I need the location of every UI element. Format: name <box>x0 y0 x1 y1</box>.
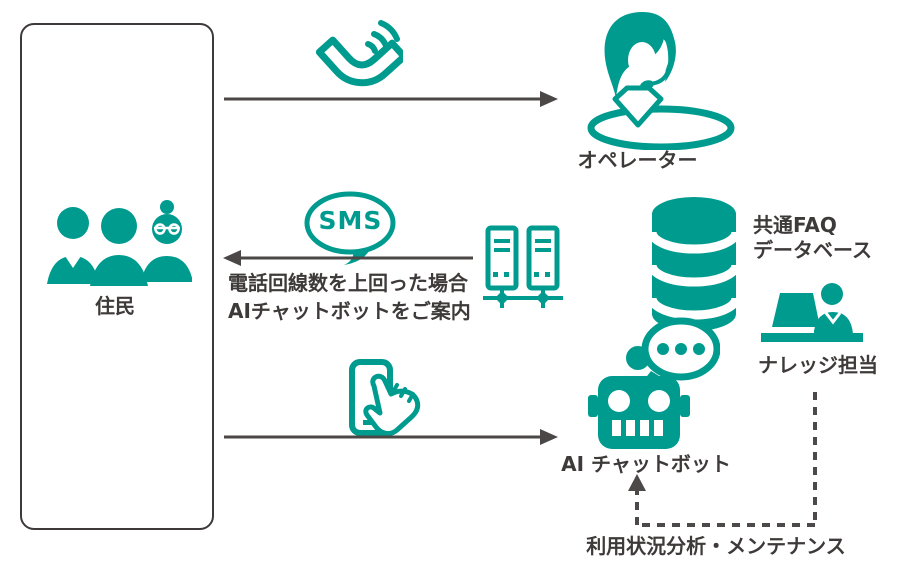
maintenance-label: 利用状況分析・メンテナンス <box>586 534 846 558</box>
person-at-laptop-icon <box>761 283 863 342</box>
sms-badge-text: SMS <box>318 206 383 235</box>
server-cluster-icon <box>483 225 563 308</box>
arrow-sms-flow <box>223 250 473 266</box>
robot-chat-icon <box>588 317 720 449</box>
sms-note-line1: 電話回線数を上回った場合 <box>228 271 468 295</box>
ringing-phone-icon <box>315 20 403 87</box>
sms-note-line2: AIチャットボットをご案内 <box>228 299 471 323</box>
faq-db-label-line1: 共通FAQ <box>753 213 837 237</box>
database-icon <box>648 197 740 331</box>
faq-db-label-line2: データベース <box>753 238 872 262</box>
arrow-phone-flow <box>224 91 558 107</box>
operator-label: オペレーター <box>577 148 698 172</box>
maintenance-dashed-path <box>628 392 817 527</box>
people-group-icon <box>47 200 192 286</box>
arrow-chatbot-flow <box>224 429 558 445</box>
operator-headset-icon <box>587 12 735 150</box>
knowledge-staff-label: ナレッジ担当 <box>758 353 878 377</box>
smartphone-tap-icon <box>349 359 421 437</box>
chatbot-label: AI チャットボット <box>561 452 731 476</box>
residents-label: 住民 <box>95 294 135 318</box>
